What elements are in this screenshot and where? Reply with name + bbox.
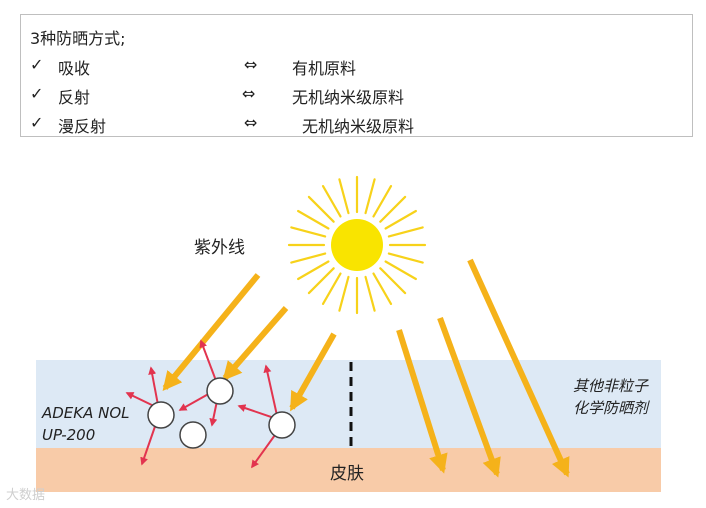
sun-ray xyxy=(338,178,350,215)
double-arrow-icon: ⇔ xyxy=(244,55,258,74)
sun-rays xyxy=(287,175,427,315)
watermark: 大数据 xyxy=(6,488,46,503)
sun-ray xyxy=(297,209,330,230)
material-label: 无机纳米级原料 xyxy=(302,117,415,136)
upper-layer xyxy=(36,360,661,448)
sun-ray xyxy=(387,226,424,238)
sun-ray xyxy=(379,195,407,223)
sun-ray xyxy=(307,267,335,295)
uv-arrow xyxy=(289,332,337,412)
method-row-absorb: ✓ 吸收 ⇔ 有机原料 xyxy=(30,55,680,79)
double-arrow-icon: ⇔ xyxy=(242,84,256,103)
method-row-reflect: ✓ 反射 ⇔ 无机纳米级原料 xyxy=(30,84,680,108)
other-agent-label-line1: 其他非粒子 xyxy=(573,377,649,395)
uv-label: 紫外线 xyxy=(194,238,245,258)
skin-label: 皮肤 xyxy=(330,464,364,484)
method-label: 反射 xyxy=(58,88,91,107)
particle xyxy=(179,421,207,449)
material-label: 无机纳米级原料 xyxy=(292,88,405,107)
particle xyxy=(206,377,234,405)
sunscreen-methods-box: 3种防晒方式; ✓ 吸收 ⇔ 有机原料 ✓ 反射 ⇔ 无机纳米级原料 ✓ 漫反射… xyxy=(20,14,693,137)
check-icon: ✓ xyxy=(30,55,44,74)
double-arrow-icon: ⇔ xyxy=(244,113,258,132)
check-icon: ✓ xyxy=(30,84,44,103)
product-label-line2: UP-200 xyxy=(42,426,95,444)
sun-ray xyxy=(384,209,417,230)
method-label: 吸收 xyxy=(58,59,91,78)
uv-arrow xyxy=(162,273,261,391)
material-label: 有机原料 xyxy=(292,59,357,78)
sun-ray xyxy=(321,185,342,218)
particle xyxy=(147,401,175,429)
product-label-line1: ADEKA NOL xyxy=(41,404,130,422)
method-label: 漫反射 xyxy=(58,117,107,136)
sun-ray xyxy=(297,260,330,281)
sun-ray xyxy=(364,275,376,312)
method-row-diffuse: ✓ 漫反射 ⇔ 无机纳米级原料 xyxy=(30,113,680,137)
sun-icon xyxy=(331,219,383,271)
uv-arrow xyxy=(396,329,448,474)
sun-ray xyxy=(372,272,393,305)
methods-title: 3种防晒方式; xyxy=(30,29,126,48)
other-agent-label-line2: 化学防晒剂 xyxy=(573,399,650,417)
sun-ray xyxy=(387,252,424,264)
uv-arrow xyxy=(222,306,289,381)
sun-ray xyxy=(338,275,350,312)
sun-ray xyxy=(379,267,407,295)
particle xyxy=(268,411,296,439)
sun-ray xyxy=(384,260,417,281)
uv-arrow xyxy=(437,316,501,478)
sun-ray xyxy=(321,272,342,305)
check-icon: ✓ xyxy=(30,113,44,132)
uv-arrow xyxy=(467,258,570,478)
sun-ray xyxy=(364,178,376,215)
sun-ray xyxy=(290,226,327,238)
sun-ray xyxy=(307,195,335,223)
sun-ray xyxy=(372,185,393,218)
sun-ray xyxy=(290,252,327,264)
